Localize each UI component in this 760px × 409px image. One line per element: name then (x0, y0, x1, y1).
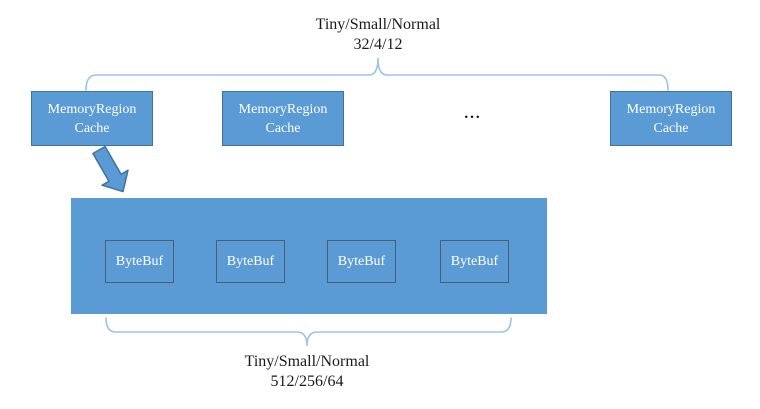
bytebuf-box-2: ByteBuf (216, 240, 285, 283)
memory-region-cache-box-2: MemoryRegion Cache (222, 91, 344, 146)
down-right-block-arrow-icon (92, 145, 129, 193)
bytebuf-box-3: ByteBuf (327, 240, 396, 283)
bottom-brace-icon (105, 317, 512, 347)
top-caption: Tiny/Small/Normal 32/4/12 (228, 15, 528, 55)
bottom-caption-line1: Tiny/Small/Normal (244, 353, 370, 370)
memory-region-cache-box-3: MemoryRegion Cache (610, 91, 732, 146)
bytebuf-box-1: ByteBuf (105, 240, 174, 283)
bottom-caption-line2: 512/256/64 (270, 373, 344, 390)
top-caption-line1: Tiny/Small/Normal (315, 16, 441, 33)
top-caption-line2: 32/4/12 (353, 36, 403, 53)
bottom-caption: Tiny/Small/Normal 512/256/64 (157, 352, 457, 392)
memory-region-cache-box-1: MemoryRegion Cache (31, 91, 153, 146)
bytebuf-box-4: ByteBuf (440, 240, 509, 283)
ellipsis-label: ... (464, 106, 482, 122)
top-brace-icon (85, 57, 669, 91)
